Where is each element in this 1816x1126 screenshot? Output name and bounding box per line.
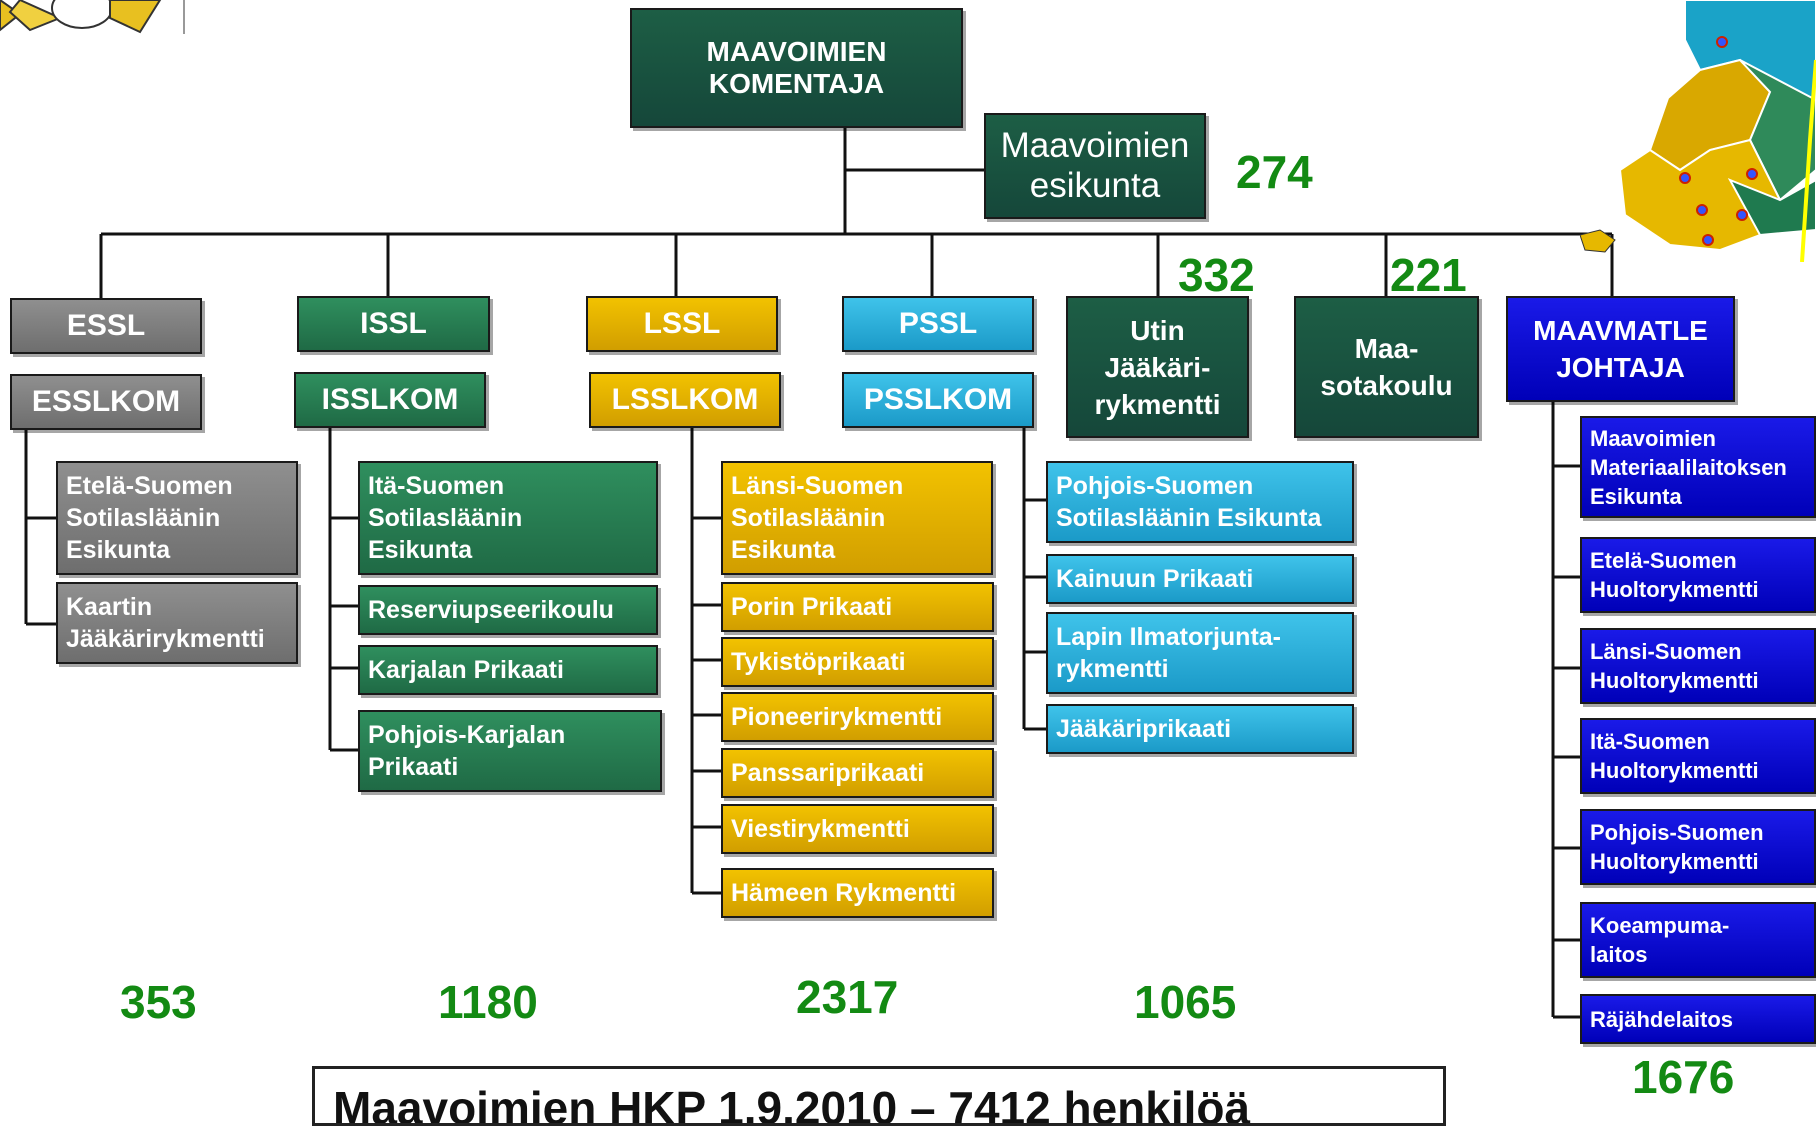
unit-label: Porin Prikaati <box>731 593 893 621</box>
pssl-label: PSSL <box>898 307 978 340</box>
unit-box: Porin Prikaati <box>721 582 994 632</box>
unit-box: Karjalan Prikaati <box>358 645 658 695</box>
unit-label: Pohjois-Suomen Sotilasläänin Esikunta <box>1056 472 1322 532</box>
unit-label: Panssariprikaati <box>731 759 925 787</box>
maavmatle-box: MAAVMATLE JOHTAJA <box>1506 296 1735 402</box>
unit-box: Kainuun Prikaati <box>1046 554 1354 604</box>
unit-label: Maavoimien Materiaalilaitoksen Esikunta <box>1590 425 1787 509</box>
unit-box: Pioneerirykmentti <box>721 692 994 742</box>
unit-label: Viestirykmentti <box>731 815 910 843</box>
esslkom-label: ESSLKOM <box>31 385 181 418</box>
maavmatle-count: 1676 <box>1632 1051 1735 1103</box>
unit-box: Tykistöprikaati <box>721 637 994 687</box>
unit-label: Karjalan Prikaati <box>368 656 564 684</box>
essl-count: 353 <box>120 976 197 1028</box>
unit-label: Jääkäriprikaati <box>1056 715 1232 743</box>
unit-box: Etelä-Suomen Sotilasläänin Esikunta <box>56 461 298 575</box>
maasota-count: 221 <box>1390 249 1467 301</box>
unit-label: Itä-Suomen Huoltorykmentti <box>1590 729 1759 783</box>
unit-box: Hämeen Rykmentti <box>721 868 994 918</box>
unit-box: Lapin Ilmatorjunta- rykmentti <box>1046 612 1354 694</box>
footer-banner: Maavoimien HKP 1.9.2010 – 7412 henkilöä <box>312 1066 1446 1126</box>
maavmatle-label: MAAVMATLE JOHTAJA <box>1533 315 1708 383</box>
isslkom-box: ISSLKOM <box>294 372 486 428</box>
isslkom-label: ISSLKOM <box>321 383 459 416</box>
unit-box: Länsi-Suomen Sotilasläänin Esikunta <box>721 461 993 575</box>
unit-box: Jääkäriprikaati <box>1046 704 1354 754</box>
psslkom-box: PSSLKOM <box>842 372 1034 428</box>
unit-label: Kaartin Jääkärirykmentti <box>66 593 265 653</box>
issl-box: ISSL <box>297 296 490 352</box>
unit-box: Panssariprikaati <box>721 748 994 798</box>
finland-map-icon <box>1579 0 1816 263</box>
staff-box: Maavoimien esikunta <box>984 113 1206 219</box>
utin-box: Utin Jääkäri- rykmentti <box>1066 296 1249 438</box>
lssl-count: 2317 <box>796 971 899 1023</box>
unit-box: Itä-Suomen Sotilasläänin Esikunta <box>358 461 658 575</box>
unit-label: Räjähdelaitos <box>1590 1006 1734 1032</box>
unit-label: Pohjois-Karjalan Prikaati <box>368 721 566 781</box>
unit-label: Länsi-Suomen Sotilasläänin Esikunta <box>731 472 904 564</box>
esslkom-box: ESSLKOM <box>10 374 202 430</box>
issl-label: ISSL <box>360 307 427 340</box>
essl-box: ESSL <box>10 298 202 354</box>
unit-box: Maavoimien Materiaalilaitoksen Esikunta <box>1580 416 1816 518</box>
lssl-box: LSSL <box>586 296 778 352</box>
unit-label: Reserviupseerikoulu <box>368 596 614 624</box>
unit-box: Pohjois-Suomen Sotilasläänin Esikunta <box>1046 461 1354 543</box>
unit-label: Tykistöprikaati <box>731 648 906 676</box>
essl-label: ESSL <box>66 309 146 342</box>
unit-box: Pohjois-Suomen Huoltorykmentti <box>1580 809 1816 885</box>
utin-label: Utin Jääkäri- rykmentti <box>1094 314 1221 420</box>
army-emblem-icon <box>0 0 190 34</box>
unit-box: Etelä-Suomen Huoltorykmentti <box>1580 537 1816 613</box>
pssl-count: 1065 <box>1134 976 1237 1028</box>
unit-box: Itä-Suomen Huoltorykmentti <box>1580 718 1816 794</box>
lsslkom-box: LSSLKOM <box>589 372 781 428</box>
commander-box: MAAVOIMIEN KOMENTAJA <box>630 8 963 128</box>
psslkom-label: PSSLKOM <box>863 383 1013 416</box>
lsslkom-label: LSSLKOM <box>611 383 759 416</box>
unit-box: Reserviupseerikoulu <box>358 585 658 635</box>
unit-label: Pioneerirykmentti <box>731 703 943 731</box>
unit-box: Pohjois-Karjalan Prikaati <box>358 710 662 792</box>
unit-box: Kaartin Jääkärirykmentti <box>56 582 298 664</box>
unit-box: Koeampuma- laitos <box>1580 902 1816 978</box>
connector-lines <box>24 126 1614 1019</box>
unit-label: Koeampuma- laitos <box>1590 913 1730 967</box>
lssl-label: LSSL <box>643 307 721 340</box>
unit-label: Hämeen Rykmentti <box>731 879 957 907</box>
unit-box: Viestirykmentti <box>721 804 994 854</box>
maasota-box: Maa- sotakoulu <box>1294 296 1479 438</box>
unit-label: Pohjois-Suomen Huoltorykmentti <box>1590 820 1764 874</box>
unit-label: Etelä-Suomen Huoltorykmentti <box>1590 548 1759 602</box>
unit-box: Räjähdelaitos <box>1580 994 1816 1044</box>
commander-label: MAAVOIMIEN KOMENTAJA <box>706 36 887 99</box>
pssl-box: PSSL <box>842 296 1034 352</box>
unit-label: Lapin Ilmatorjunta- rykmentti <box>1056 623 1281 683</box>
unit-label: Itä-Suomen Sotilasläänin Esikunta <box>368 472 523 564</box>
maasota-label: Maa- sotakoulu <box>1320 333 1453 401</box>
utin-count: 332 <box>1178 249 1255 301</box>
unit-label: Kainuun Prikaati <box>1056 565 1254 593</box>
unit-label: Länsi-Suomen Huoltorykmentti <box>1590 639 1759 693</box>
unit-label: Etelä-Suomen Sotilasläänin Esikunta <box>66 472 233 564</box>
unit-box: Länsi-Suomen Huoltorykmentti <box>1580 628 1816 704</box>
staff-count: 274 <box>1236 146 1313 198</box>
staff-label: Maavoimien esikunta <box>1000 126 1190 205</box>
issl-count: 1180 <box>438 976 538 1028</box>
